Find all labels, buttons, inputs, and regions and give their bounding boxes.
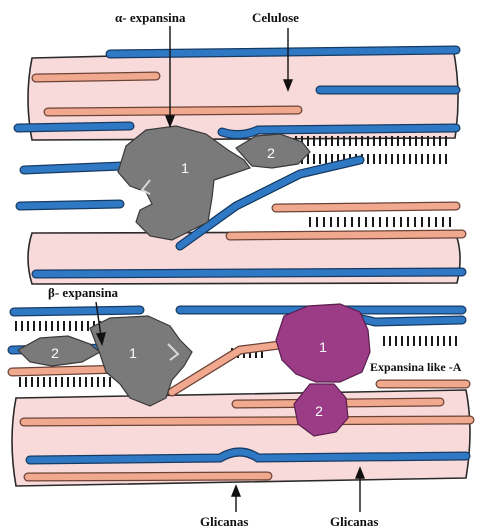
glycan-chain (28, 476, 268, 477)
beta-domain-2-number: 2 (51, 345, 59, 361)
like-domain-2-number: 2 (315, 403, 323, 419)
beta-expansin-protein: 2 1 (18, 316, 192, 406)
alpha-expansin-label: α- expansina (115, 10, 186, 25)
cellulose-chain (24, 166, 122, 170)
cellulose-chain (14, 310, 462, 312)
glycan-chain (36, 76, 156, 78)
beta-expansin-domain-2 (18, 336, 100, 366)
cellulose-label: Celulose (252, 10, 299, 25)
glycan-chain (48, 110, 298, 112)
beta-domain-1-number: 1 (129, 345, 137, 361)
like-domain-1-number: 1 (319, 339, 327, 355)
glycan-chain (24, 420, 470, 422)
glycan-chain (230, 234, 462, 236)
cellulose-chain (110, 50, 456, 54)
glycans-right-label: Glicanas (330, 514, 378, 529)
alpha-expansin-domain-1 (118, 126, 250, 240)
expansin-like-label: Expansina like -A (370, 360, 462, 374)
beta-expansin-label: β- expansina (48, 285, 119, 300)
cellulose-chain (36, 272, 462, 274)
alpha-domain-2-number: 2 (267, 145, 275, 161)
glycans-left-label: Glicanas (200, 514, 248, 529)
glycan-chain (276, 206, 456, 208)
alpha-domain-1-number: 1 (181, 160, 189, 176)
cellulose-chain (20, 204, 120, 206)
